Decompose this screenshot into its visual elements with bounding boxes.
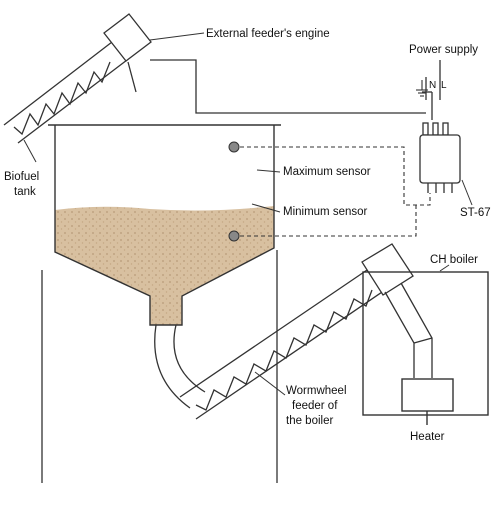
leader-lines: [23, 32, 473, 396]
wormwheel-feeder-screw: [179, 267, 386, 420]
label-biofuel-tank-1: Biofuel: [4, 171, 39, 183]
external-feeder-engine: [103, 13, 152, 93]
tank-outlet-pipe: [154, 324, 206, 409]
label-maximum-sensor: Maximum sensor: [283, 166, 371, 178]
label-controller: ST-67: [460, 207, 491, 219]
biofuel-fill: [55, 206, 274, 325]
label-terminal-n: N: [429, 80, 436, 91]
ground-icon: [416, 80, 428, 97]
external-feeder-screw: [3, 41, 128, 144]
minimum-sensor: [228, 230, 240, 242]
label-minimum-sensor: Minimum sensor: [283, 206, 368, 218]
sensor-wiring: [240, 146, 431, 237]
power-wiring: [150, 59, 441, 120]
boiler-feed-pipe: [384, 282, 433, 378]
controller-st67: [419, 122, 461, 193]
tank-legs: [41, 250, 278, 483]
label-wormwheel-3: the boiler: [286, 415, 333, 427]
label-biofuel-tank-2: tank: [14, 186, 36, 198]
label-ch-boiler: CH boiler: [430, 254, 478, 266]
label-power-supply: Power supply: [409, 44, 478, 56]
label-terminal-l: L: [441, 80, 447, 91]
heater: [401, 378, 454, 425]
label-wormwheel-1: Wormwheel: [286, 385, 347, 397]
label-wormwheel-2: feeder of: [292, 400, 338, 412]
label-heater: Heater: [410, 431, 445, 443]
ch-boiler: [362, 271, 489, 416]
label-external-feeder-engine: External feeder's engine: [206, 28, 330, 40]
maximum-sensor: [228, 141, 240, 153]
wormwheel-feeder-engine: [361, 243, 414, 296]
biofuel-tank: [48, 124, 281, 326]
